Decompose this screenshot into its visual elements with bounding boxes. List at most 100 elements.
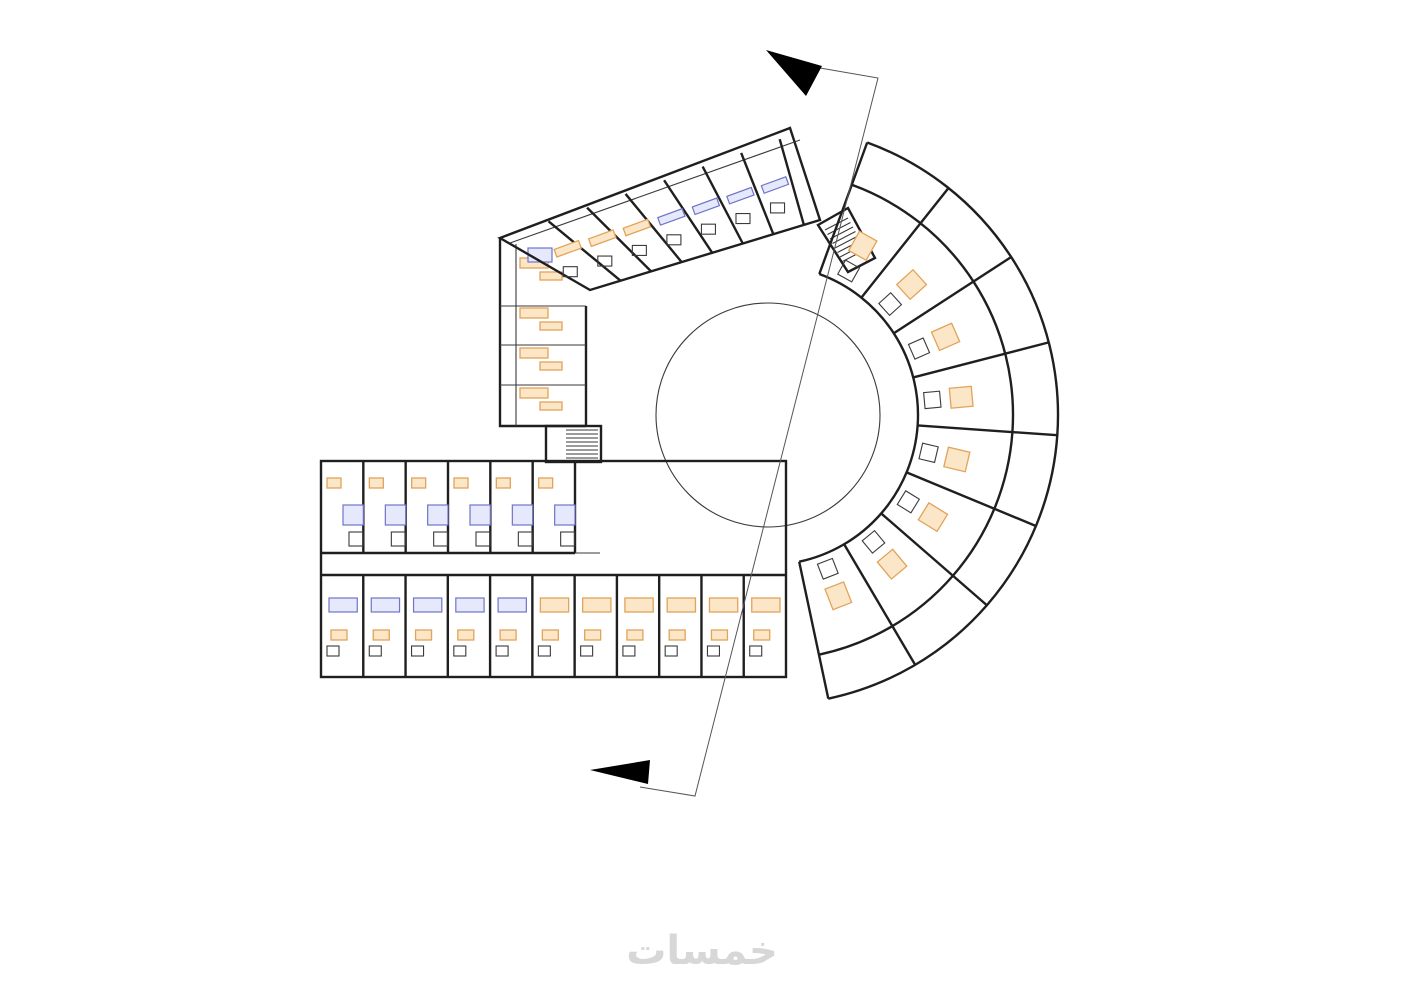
bed xyxy=(930,322,961,352)
room-divider xyxy=(778,138,806,226)
bed xyxy=(587,229,617,248)
lower-block xyxy=(319,459,788,679)
desk xyxy=(410,645,425,657)
bathroom xyxy=(475,531,491,547)
desk xyxy=(368,645,382,657)
bed xyxy=(666,597,697,613)
desk xyxy=(326,645,340,657)
chair xyxy=(626,629,644,641)
bed xyxy=(760,176,790,194)
bed xyxy=(511,504,534,526)
bed xyxy=(726,186,755,205)
chair xyxy=(414,629,433,641)
bed xyxy=(948,385,974,409)
room-divider xyxy=(880,512,988,607)
bed xyxy=(581,597,612,613)
bathroom xyxy=(907,337,931,360)
bathroom xyxy=(348,531,364,547)
room-divider xyxy=(740,152,775,235)
desk xyxy=(537,645,551,657)
bed xyxy=(708,597,739,613)
room-divider xyxy=(912,341,1050,379)
bed xyxy=(824,581,853,611)
room-divider xyxy=(701,166,744,245)
bathroom xyxy=(562,266,578,278)
desk xyxy=(495,645,509,657)
section-arrow-top-icon xyxy=(766,50,822,96)
desk xyxy=(664,645,678,657)
bed xyxy=(622,218,652,237)
stair-lower xyxy=(544,424,603,464)
chair xyxy=(326,477,342,489)
bathroom xyxy=(560,531,576,547)
chair xyxy=(453,477,469,489)
chair xyxy=(583,629,602,641)
courtyard-circle xyxy=(655,302,881,528)
bathroom xyxy=(666,234,682,246)
bed xyxy=(691,197,721,216)
bed xyxy=(539,597,570,613)
bed xyxy=(412,597,443,613)
bed xyxy=(847,230,878,262)
watermark-logo: خمسات xyxy=(626,928,778,974)
desk xyxy=(706,645,721,657)
bed xyxy=(519,307,549,319)
chair xyxy=(541,629,560,641)
desk xyxy=(539,361,563,371)
chair xyxy=(753,629,771,641)
desk xyxy=(453,645,467,657)
bathroom xyxy=(700,223,716,235)
section-arrow-bottom-icon xyxy=(590,760,650,784)
west-wing xyxy=(498,238,588,428)
bed xyxy=(469,504,491,526)
bathroom xyxy=(816,557,839,580)
room-divider xyxy=(663,179,714,254)
room-divider xyxy=(798,561,830,699)
bed xyxy=(370,597,401,613)
bed xyxy=(895,268,928,301)
bed xyxy=(519,387,549,399)
desk xyxy=(749,645,763,657)
desk xyxy=(539,271,563,281)
desk xyxy=(539,401,563,411)
bed xyxy=(876,548,908,580)
bed xyxy=(384,504,407,526)
bathroom xyxy=(923,390,942,410)
desk xyxy=(622,645,636,657)
room-divider xyxy=(624,193,683,263)
room-divider xyxy=(906,471,1037,528)
chair xyxy=(538,477,554,489)
bathroom xyxy=(861,529,886,554)
chair xyxy=(372,629,390,641)
bathroom xyxy=(433,531,449,547)
arc-wing xyxy=(798,141,1060,700)
room-divider xyxy=(843,543,917,666)
bed xyxy=(497,597,527,613)
chair xyxy=(411,477,427,489)
chair xyxy=(495,477,511,489)
chair xyxy=(710,629,729,641)
room-divider xyxy=(917,424,1058,437)
room-divider xyxy=(893,256,1012,335)
bed xyxy=(519,347,549,359)
chair xyxy=(457,629,475,641)
upper-wing xyxy=(497,126,822,292)
bathroom xyxy=(631,244,647,256)
room-divider xyxy=(818,142,869,275)
bed xyxy=(554,504,576,526)
bed xyxy=(917,501,949,533)
bed xyxy=(342,504,364,526)
bed xyxy=(624,597,654,613)
bed xyxy=(455,597,485,613)
bed xyxy=(328,597,358,613)
section-cut xyxy=(590,50,879,797)
bathroom xyxy=(735,212,751,225)
bed xyxy=(553,239,583,258)
bed xyxy=(943,446,971,473)
bed xyxy=(656,207,686,226)
chair xyxy=(499,629,517,641)
room-divider xyxy=(586,206,652,273)
chair xyxy=(668,629,686,641)
room-divider xyxy=(860,187,950,299)
